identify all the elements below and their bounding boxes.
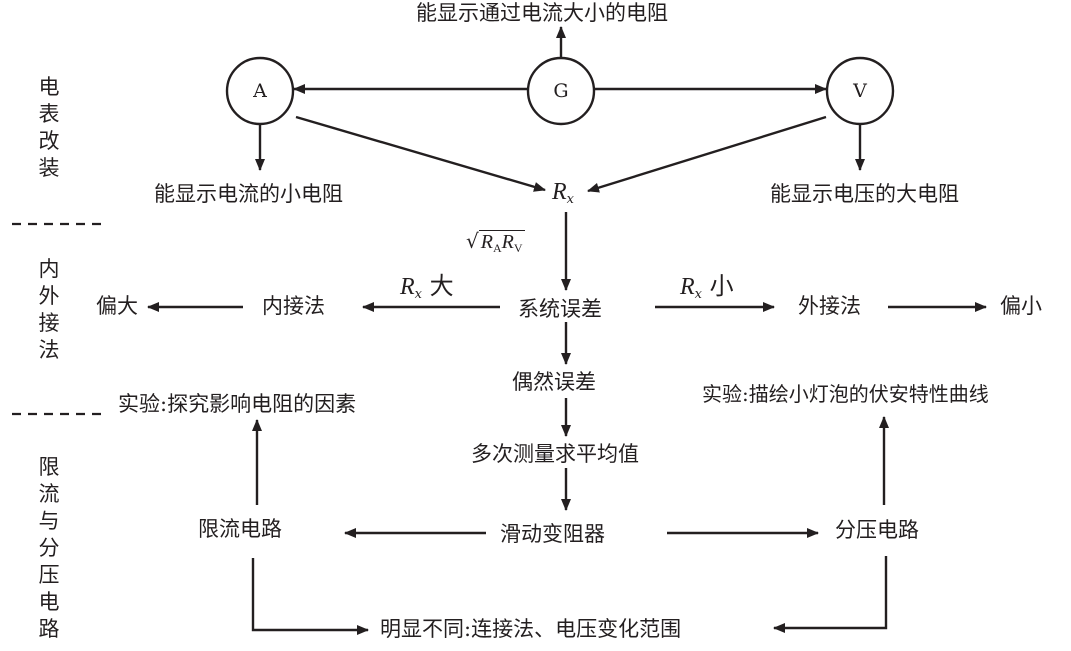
multi-measure-text: 多次测量求平均值 <box>471 442 639 466</box>
arrow-a-to-rx <box>295 115 546 192</box>
arrow-limit-to-difference <box>251 558 369 635</box>
section-label-meter-conversion: 电表改装 <box>38 75 60 180</box>
rx-label: Rx <box>552 179 575 207</box>
rx-large-condition: Rx 大 <box>400 272 454 302</box>
systematic-error-text: 系统误差 <box>518 297 602 321</box>
experiment-left-text: 实验:探究影响电阻的因素 <box>118 392 357 416</box>
sqrt-ra-rv-label: √RARV <box>466 229 525 255</box>
a-output-text: 能显示电流的小电阻 <box>154 182 343 206</box>
section-label-limit-divider: 限流与分压电路 <box>38 455 60 641</box>
rx-small-condition: Rx 小 <box>680 272 734 302</box>
current-limit-text: 限流电路 <box>198 517 282 541</box>
g-output-text: 能显示通过电流大小的电阻 <box>416 1 668 25</box>
arrow-v-to-rx <box>587 115 827 193</box>
experiment-right-text: 实验:描绘小灯泡的伏安特性曲线 <box>702 382 989 406</box>
voltage-divider-text: 分压电路 <box>835 518 919 542</box>
rheostat-text: 滑动变阻器 <box>500 522 605 546</box>
v-output-text: 能显示电压的大电阻 <box>770 182 959 206</box>
bias-large-text: 偏大 <box>96 294 138 318</box>
galvanometer-label: G <box>553 80 569 102</box>
random-error-text: 偶然误差 <box>512 370 596 394</box>
outer-method-text: 外接法 <box>798 294 861 318</box>
bias-small-text: 偏小 <box>1000 294 1042 318</box>
inner-method-text: 内接法 <box>262 294 325 318</box>
section-label-inner-outer: 内外接法 <box>38 257 60 362</box>
ammeter-label: A <box>253 80 267 102</box>
arrow-divider-to-difference <box>773 556 888 633</box>
voltmeter-label: V <box>853 80 867 102</box>
difference-text: 明显不同:连接法、电压变化范围 <box>380 617 682 641</box>
